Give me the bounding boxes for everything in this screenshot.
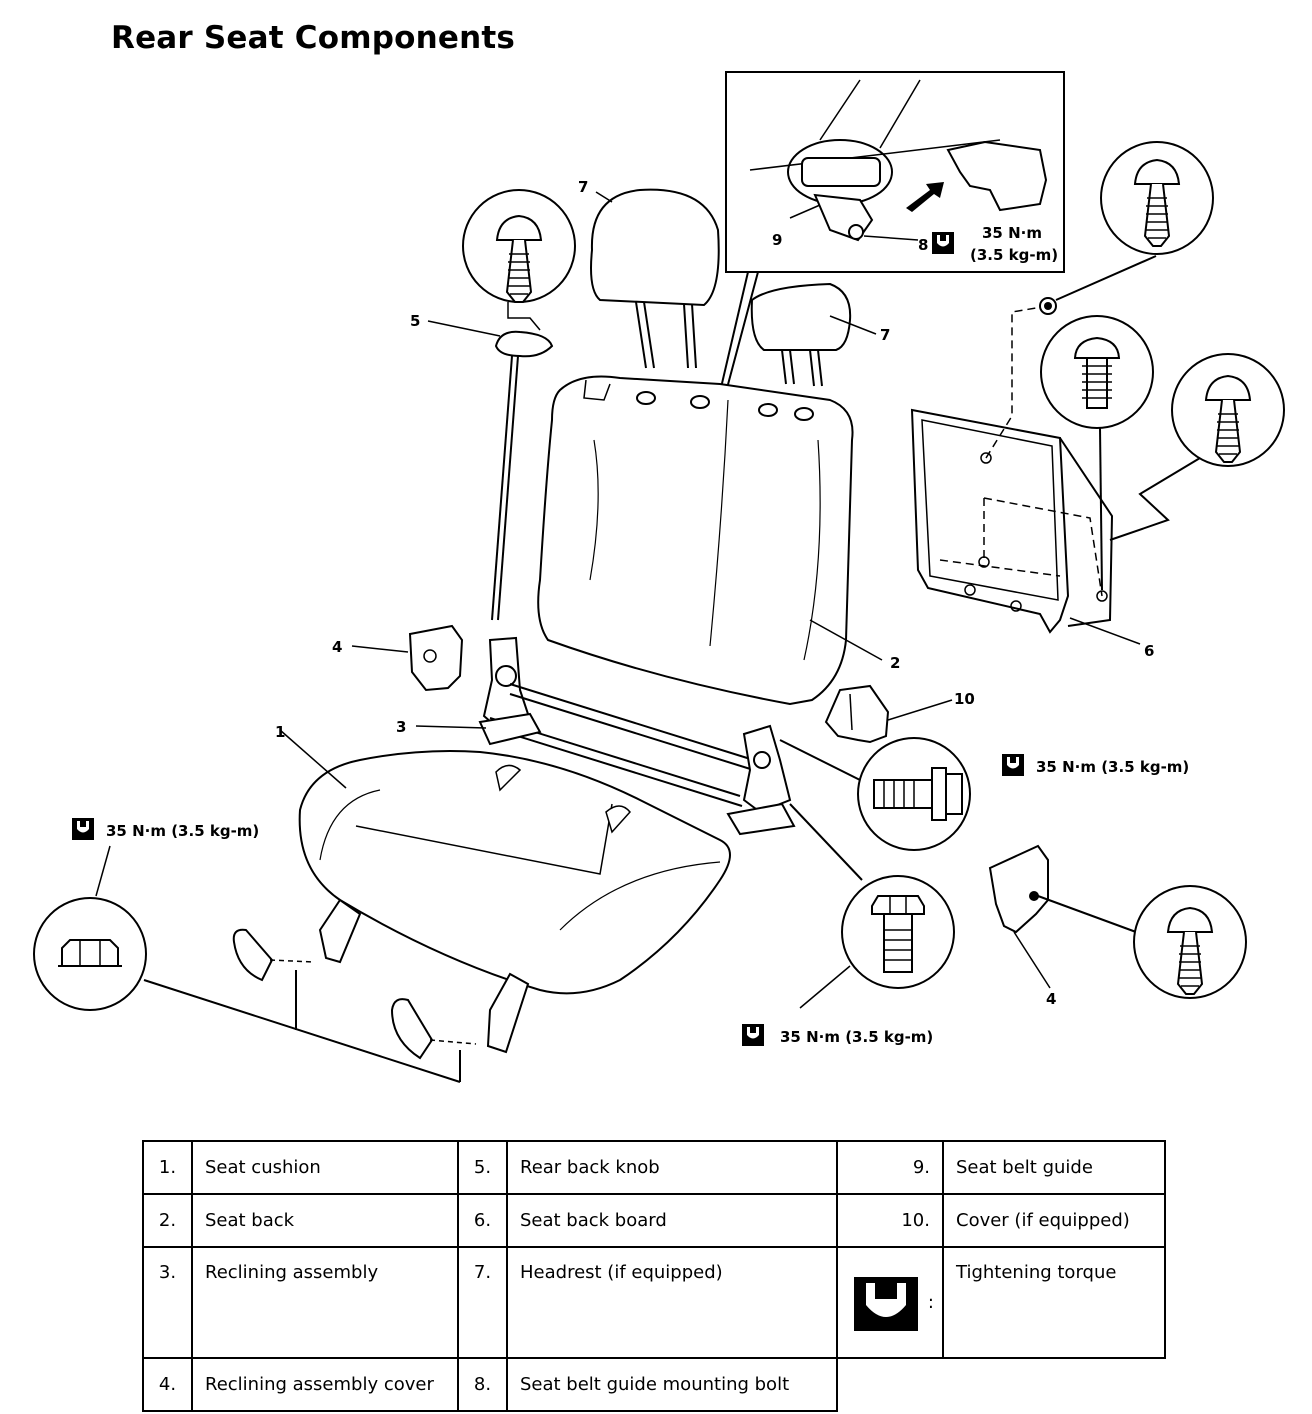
legend-label: Seat belt guide bbox=[942, 1140, 1166, 1195]
torque-label-left: 35 N·m (3.5 kg-m) bbox=[106, 822, 259, 840]
legend-num: 9. bbox=[836, 1140, 944, 1195]
callout-3: 3 bbox=[396, 718, 406, 736]
seat-cushion: 1 bbox=[232, 723, 731, 1060]
legend-num: 3. bbox=[142, 1246, 193, 1359]
legend-label: Seat back board bbox=[506, 1193, 838, 1248]
headrest-right: 7 bbox=[750, 282, 890, 387]
legend-label: Headrest (if equipped) bbox=[506, 1246, 838, 1359]
legend-label: Tightening torque bbox=[942, 1246, 1166, 1359]
legend-torque-symbol: : bbox=[836, 1246, 944, 1359]
torque-wrench-icon bbox=[932, 232, 954, 254]
callout-1: 1 bbox=[275, 723, 285, 741]
legend-label: Seat belt guide mounting bolt bbox=[506, 1357, 838, 1412]
inset-torque-line2: (3.5 kg-m) bbox=[970, 246, 1058, 264]
recliner-bolt-lower: 35 N·m (3.5 kg-m) bbox=[742, 803, 955, 1046]
reclining-assembly: 3 bbox=[396, 636, 796, 836]
page-title: Rear Seat Components bbox=[111, 20, 516, 56]
callout-4-left: 4 bbox=[332, 638, 342, 656]
torque-wrench-icon bbox=[742, 1024, 764, 1046]
legend-label: Reclining assembly cover bbox=[191, 1357, 459, 1412]
legend-label: Cover (if equipped) bbox=[942, 1193, 1166, 1248]
callout-2: 2 bbox=[890, 654, 900, 672]
legend-num: 10. bbox=[836, 1193, 944, 1248]
torque-wrench-icon bbox=[1002, 754, 1024, 776]
legend-label: Rear back knob bbox=[506, 1140, 838, 1195]
callout-5: 5 bbox=[410, 312, 420, 330]
legend-empty bbox=[837, 1358, 943, 1411]
legend-num: 1. bbox=[142, 1140, 193, 1195]
legend-num: 7. bbox=[457, 1246, 508, 1359]
torque-label-right: 35 N·m (3.5 kg-m) bbox=[1036, 758, 1189, 776]
legend-row: 2. Seat back 6. Seat back board 10. Cove… bbox=[142, 1193, 1166, 1248]
legend-row: 4. Reclining assembly cover 8. Seat belt… bbox=[142, 1357, 1165, 1412]
callout-7-left: 7 bbox=[578, 178, 588, 196]
seat-back-board: 6 bbox=[910, 141, 1285, 660]
legend-num: 2. bbox=[142, 1193, 193, 1248]
legend-num: 4. bbox=[142, 1357, 193, 1412]
legend-empty bbox=[943, 1358, 1165, 1411]
callout-4-right: 4 bbox=[1046, 990, 1056, 1008]
legend-num: 8. bbox=[457, 1357, 508, 1412]
callout-6: 6 bbox=[1144, 642, 1154, 660]
reclining-assembly-cover-left: 4 bbox=[332, 624, 464, 692]
reclining-assembly-cover-right: 4 bbox=[988, 844, 1247, 1008]
inset-torque-line1: 35 N·m bbox=[982, 224, 1042, 242]
legend-label: Reclining assembly bbox=[191, 1246, 459, 1359]
legend-colon: : bbox=[927, 1291, 934, 1313]
legend-label: Seat back bbox=[191, 1193, 459, 1248]
legend-row: 3. Reclining assembly 7. Headrest (if eq… bbox=[142, 1246, 1166, 1359]
legend-row: 1. Seat cushion 5. Rear back knob 9. Sea… bbox=[142, 1140, 1166, 1195]
legend-label: Seat cushion bbox=[191, 1140, 459, 1195]
torque-label-bottom: 35 N·m (3.5 kg-m) bbox=[780, 1028, 933, 1046]
recliner-bolt-upper: 35 N·m (3.5 kg-m) bbox=[779, 737, 1189, 851]
callout-8: 8 bbox=[918, 236, 928, 254]
callout-9: 9 bbox=[772, 231, 782, 249]
legend-num: 5. bbox=[457, 1140, 508, 1195]
callout-7-right: 7 bbox=[880, 326, 890, 344]
seat-back: 2 bbox=[537, 375, 900, 706]
torque-wrench-icon bbox=[72, 818, 94, 840]
seat-exploded-diagram: 9 8 35 N·m (3.5 kg-m) 7 7 2 bbox=[33, 71, 1285, 1083]
legend-table: 1. Seat cushion 5. Rear back knob 9. Sea… bbox=[142, 1140, 1166, 1412]
seat-belt-guide-inset: 9 8 35 N·m (3.5 kg-m) bbox=[719, 71, 1065, 393]
cushion-nut: 35 N·m (3.5 kg-m) bbox=[33, 818, 461, 1083]
rear-back-knob: 5 bbox=[410, 189, 576, 621]
torque-wrench-icon bbox=[853, 1276, 918, 1331]
headrest-left: 7 bbox=[578, 178, 720, 369]
cover-if-equipped: 10 bbox=[824, 684, 975, 744]
legend-num: 6. bbox=[457, 1193, 508, 1248]
callout-10: 10 bbox=[954, 690, 975, 708]
